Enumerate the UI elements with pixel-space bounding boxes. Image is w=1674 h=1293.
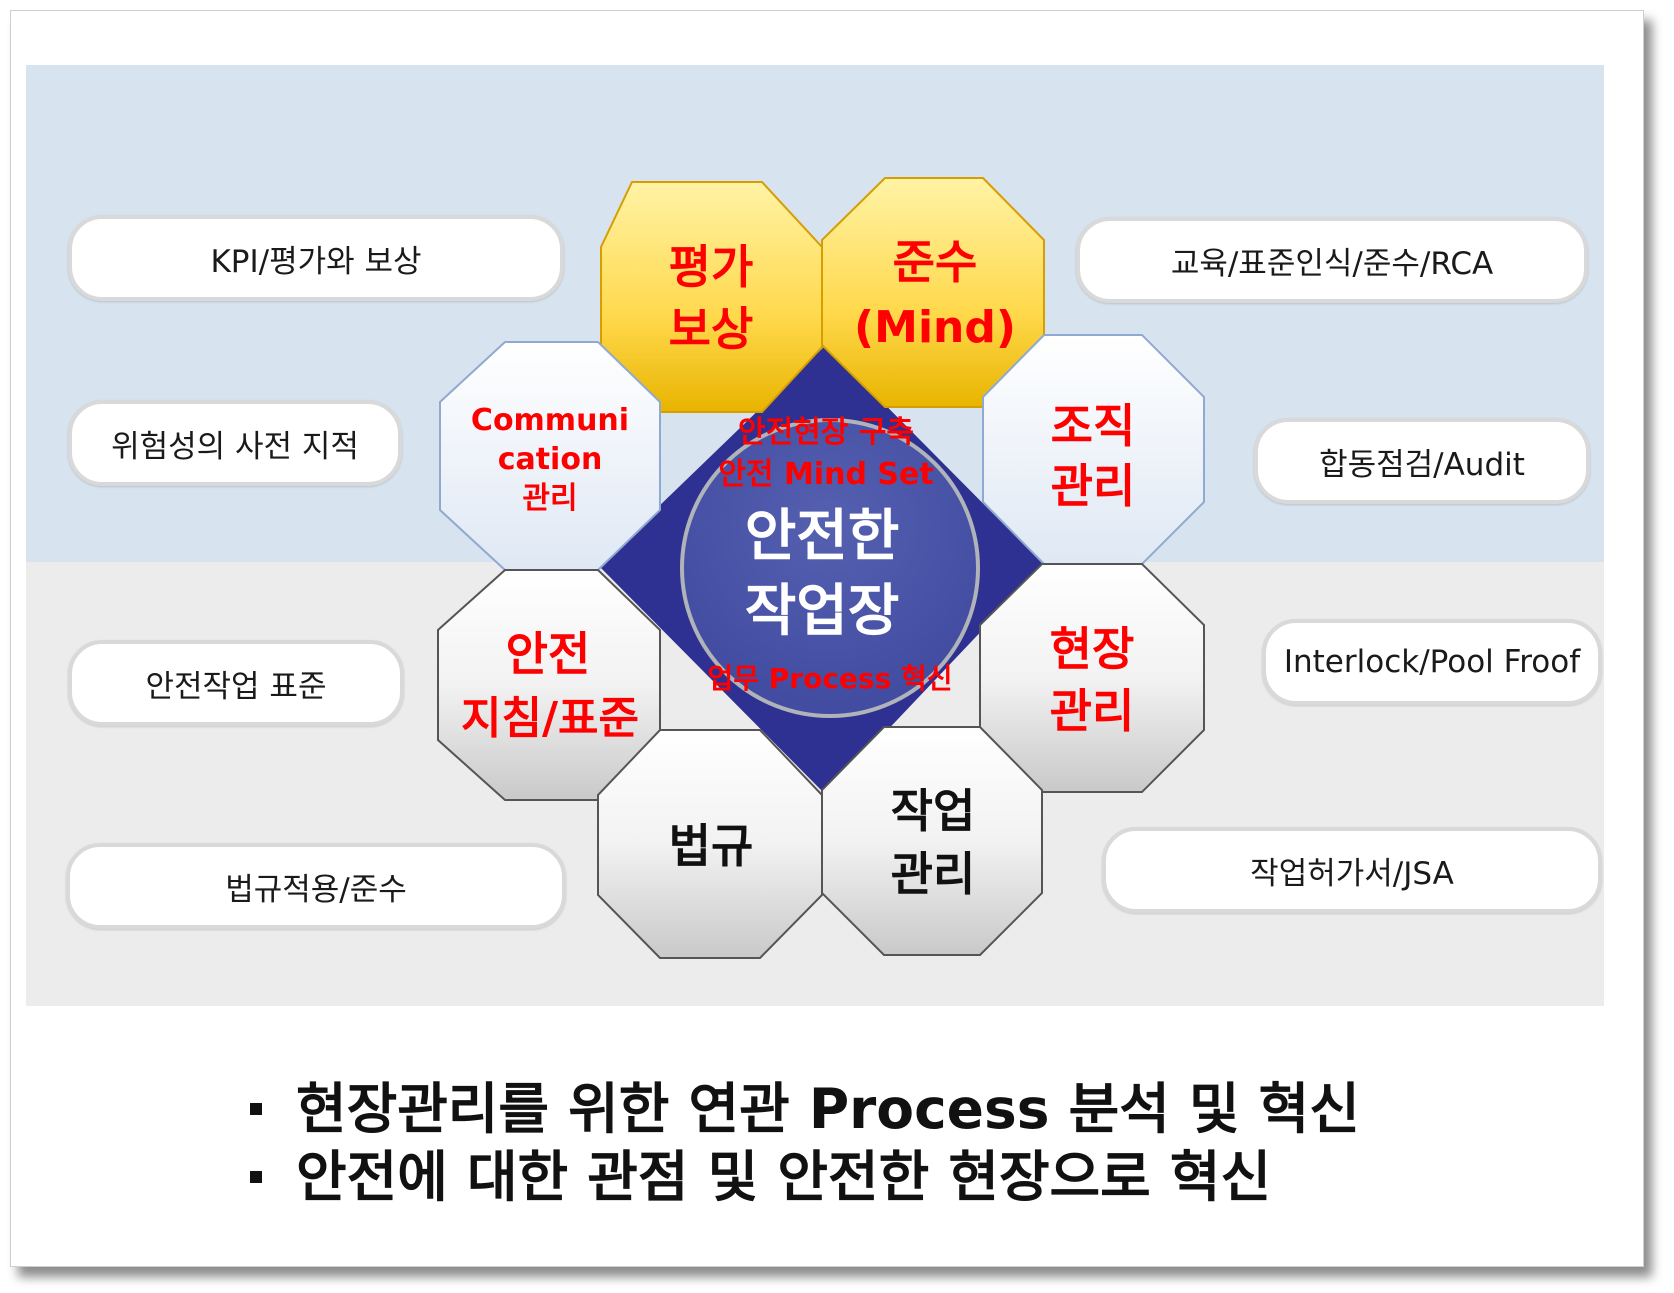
comply-label-1: 준수 [893, 235, 978, 289]
bullet-item: 현장관리를 위한 연관 Process 분석 및 혁신 [250, 1075, 1550, 1143]
center-circle [680, 418, 980, 718]
law-label-1: 법규 [669, 819, 754, 873]
pill-law: 법규적용/준수 [66, 843, 566, 929]
guide-label-2: 지침/표준 [461, 693, 639, 744]
center-main-line-1: 안전한 [745, 504, 900, 569]
bullet-item: 안전에 대한 관점 및 안전한 현장으로 혁신 [250, 1143, 1550, 1211]
pill-risk: 위험성의 사전 지적 [68, 400, 402, 486]
pill-education: 교육/표준인식/준수/RCA [1076, 217, 1588, 303]
guide-label-1: 안전 [506, 627, 591, 681]
octagon-eval [600, 181, 823, 413]
octagon-work [821, 726, 1043, 956]
eval-label-2: 보상 [669, 302, 754, 356]
bullet-square-icon [250, 1103, 262, 1115]
pill-interlock: Interlock/Pool Froof [1262, 619, 1602, 705]
comm-label-2: cation [498, 442, 603, 477]
eval-label-1: 평가 [669, 240, 754, 294]
center-top-line-2: 안전 Mind Set [718, 457, 933, 492]
center-bottom-line: 업무 Process 혁신 [707, 662, 952, 695]
work-label-1: 작업 [891, 784, 976, 838]
site-label-2: 관리 [1050, 684, 1135, 738]
bullet-square-icon [250, 1171, 262, 1183]
octagon-law [597, 729, 823, 959]
comply-label-2: (Mind) [854, 302, 1016, 353]
pill-safe-standard: 안전작업 표준 [68, 640, 404, 726]
site-label-1: 현장 [1050, 622, 1135, 676]
work-label-2: 관리 [891, 847, 976, 901]
center-main-line-2: 작업장 [745, 579, 900, 644]
octagon-site [979, 563, 1205, 793]
pill-audit: 합동점검/Audit [1254, 418, 1590, 504]
pill-kpi: KPI/평가와 보상 [68, 215, 564, 301]
comm-label-1: Communi [471, 403, 629, 438]
org-label-1: 조직 [1051, 399, 1136, 453]
pill-permit: 작업허가서/JSA [1102, 827, 1602, 913]
bullet-list: 현장관리를 위한 연관 Process 분석 및 혁신 안전에 대한 관점 및 … [250, 1075, 1550, 1211]
center-top-line-1: 안전현장 구축 [738, 415, 914, 450]
org-label-2: 관리 [1051, 459, 1136, 513]
comm-label-3: 관리 [522, 481, 577, 516]
